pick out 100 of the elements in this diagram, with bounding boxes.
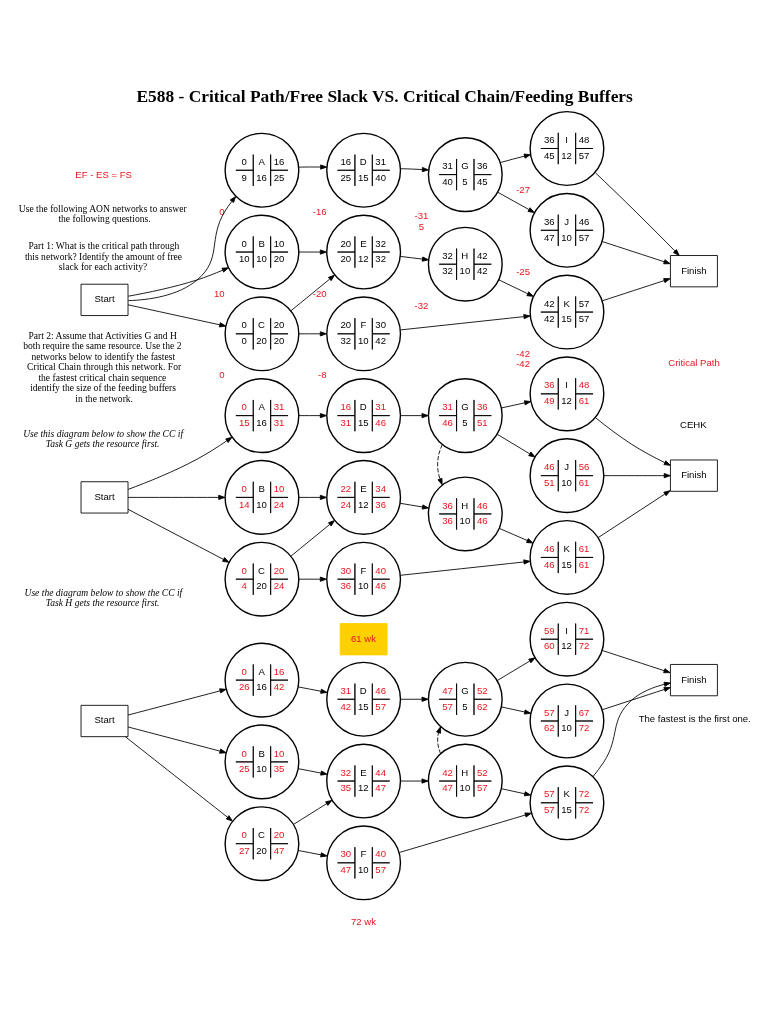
- node-circle: 0 B 10 25 10 35: [224, 724, 300, 800]
- node-box: Finish: [670, 255, 718, 288]
- arrow: [594, 172, 680, 256]
- node-circle: 30 F 40 36 10 46: [326, 541, 402, 617]
- arrow: [127, 508, 230, 563]
- node-label: -42: [516, 347, 530, 359]
- arrow: [298, 331, 327, 337]
- arrow: [496, 657, 536, 682]
- node-label: -20: [312, 287, 327, 299]
- arrow: [297, 686, 328, 694]
- node-label: -31: [414, 210, 429, 222]
- label: The fastest is the first one.: [638, 712, 751, 724]
- arrow: [498, 279, 534, 297]
- node-label: 10: [214, 287, 225, 299]
- arrow: [398, 812, 532, 853]
- node-box: Finish: [670, 459, 718, 492]
- node-box: Start: [80, 481, 129, 514]
- label: 72 wk: [351, 916, 376, 928]
- node-label: -16: [312, 205, 327, 217]
- arrow: [592, 681, 671, 777]
- arrow: [400, 314, 531, 331]
- arrow: [297, 850, 328, 858]
- arrow: [290, 520, 335, 557]
- node-circle: 0 A 16 9 16 25: [224, 132, 300, 208]
- node-circle: 32 H 42 32 10 42: [427, 226, 503, 302]
- arrow: [127, 196, 237, 302]
- arrow: [400, 413, 429, 419]
- node-label: -25: [516, 265, 530, 277]
- arrow: [496, 433, 536, 458]
- node-label: -8: [318, 369, 327, 381]
- arrow: [127, 688, 227, 716]
- node-label: 5: [418, 220, 425, 232]
- arrow: [501, 400, 532, 409]
- label: CEHK: [680, 418, 707, 430]
- node-circle: 31 G 36 40 5 45: [427, 137, 503, 213]
- label: Use the diagram below to show the CC if Task H gets the resource first.: [24, 587, 183, 608]
- node-circle: 0 B 10 14 10 24: [224, 459, 300, 535]
- arrow: [437, 444, 443, 486]
- arrow: [595, 417, 671, 466]
- arrow: [400, 559, 531, 576]
- arrow: [298, 576, 327, 582]
- label: Use the following AON networks to answer the following questions.: [18, 202, 187, 225]
- arrow: [601, 650, 671, 674]
- arrow: [127, 267, 229, 297]
- arrow: [293, 799, 333, 825]
- label: Use this diagram below to show the CC if Task G gets the resource first.: [23, 428, 184, 449]
- arrow: [436, 726, 441, 754]
- node-circle: 16 D 31 25 15 40: [326, 132, 402, 208]
- node-label: -27: [516, 184, 530, 196]
- diagram-title: E588 - Critical Path/Free Slack VS. Critical Chain/Feeding Buffers: [136, 86, 633, 107]
- arrow: [399, 255, 429, 262]
- arrow: [298, 413, 327, 419]
- node-circle: 36 I 48 45 12 57: [529, 110, 605, 187]
- node-label: 0: [219, 369, 225, 381]
- node-circle: 30 F 40 47 10 57: [326, 825, 402, 901]
- node-box: Finish: [670, 664, 718, 697]
- node-circle: 0 A 16 26 16 42: [224, 642, 300, 718]
- node-circle: 20 F 30 32 10 42: [326, 296, 402, 372]
- arrow: [499, 153, 531, 163]
- label: Part 1: What is the critical path through this network? Identify the amount of free slack for each activity?: [24, 240, 183, 273]
- node-circle: 42 K 57 42 15 57: [529, 274, 605, 350]
- node-label: -42: [516, 358, 530, 370]
- arrow: [297, 768, 328, 776]
- arrow: [127, 304, 227, 328]
- node-circle: 0 B 10 10 10 20: [224, 214, 300, 290]
- arrow: [399, 502, 429, 510]
- arrow: [298, 164, 328, 170]
- arrow: [127, 436, 233, 490]
- arrow: [125, 736, 233, 822]
- arrow: [499, 527, 534, 544]
- arrow: [597, 490, 671, 539]
- arrow: [290, 274, 335, 312]
- node-circle: 57 J 67 62 10 72: [529, 683, 605, 759]
- node-circle: 0 C 20 0 20 20: [224, 296, 300, 372]
- arrow: [400, 778, 429, 784]
- arrow: [127, 494, 226, 500]
- node-circle: 16 D 31 31 15 46: [326, 378, 402, 454]
- arrow: [127, 726, 227, 754]
- arrow: [501, 788, 532, 797]
- node-circle: 31 D 46 42 15 57: [326, 661, 402, 737]
- arrow: [497, 191, 535, 214]
- arrow: [601, 241, 671, 265]
- node-circle: 42 H 52 47 10 57: [427, 743, 503, 819]
- arrow: [601, 278, 671, 302]
- node-label: -32: [414, 299, 429, 311]
- node-circle: 57 K 72 57 15 72: [529, 765, 605, 841]
- node-box: Start: [80, 704, 129, 738]
- node-circle: 36 I 48 49 12 61: [529, 356, 605, 432]
- label: Critical Path: [668, 356, 720, 368]
- arrow: [603, 473, 671, 479]
- node-circle: 31 G 36 46 5 51: [427, 378, 503, 454]
- label: Part 2: Assume that Activities G and H both require the same resource. Use the 2 networks below to identify the fastest Critical Chain through this network. For the fastest critical chain sequence identify the size of the feeding buffers in the network.: [23, 329, 182, 404]
- arrow: [298, 494, 327, 500]
- label: 61 wk: [351, 632, 376, 644]
- arrow: [501, 706, 532, 715]
- arrow: [400, 166, 429, 173]
- node-circle: 46 K 61 46 15 61: [529, 519, 605, 595]
- node-label: 0: [219, 205, 225, 217]
- label: EF - ES = FS: [75, 168, 132, 180]
- arrow: [601, 686, 671, 711]
